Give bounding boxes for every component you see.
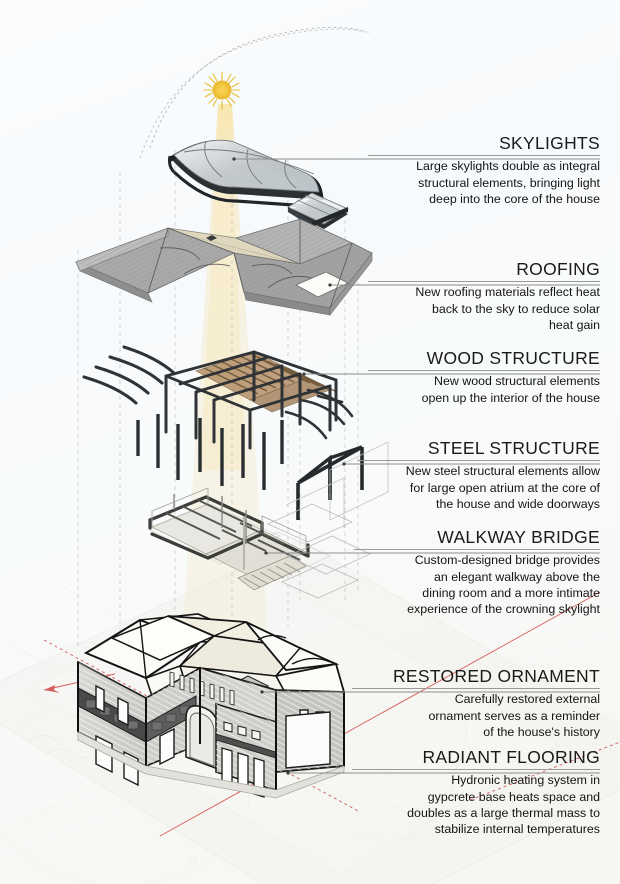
annotation-title: WALKWAY BRIDGE: [437, 527, 600, 547]
annotation-walkway-bridge: WALKWAY BRIDGE Custom-designed bridge pr…: [354, 528, 600, 617]
annotation-line: doubles as a large thermal mass to: [407, 805, 600, 820]
annotation-wood-structure: WOOD STRUCTURE New wood structural eleme…: [368, 349, 600, 406]
annotation-line: Custom-designed bridge provides: [414, 553, 600, 568]
annotation-line: dining room and a more intimate: [422, 585, 600, 600]
annotation-line: the house and wide doorways: [436, 496, 600, 511]
annotation-body: New roofing materials reflect heat back …: [368, 284, 600, 333]
annotation-line: for large open atrium at the core of: [409, 480, 600, 495]
wood-structure-layer: [82, 345, 354, 450]
annotation-roofing: ROOFING New roofing materials reflect he…: [368, 260, 600, 333]
annotation-title: RESTORED ORNAMENT: [392, 666, 600, 686]
annotation-line: an elegant walkway above the: [433, 569, 600, 584]
annotation-body: Carefully restored external ornament ser…: [352, 691, 600, 740]
annotation-rule: [368, 370, 600, 372]
annotation-body: New steel structural elements allow for …: [358, 463, 600, 512]
annotation-skylights: SKYLIGHTS Large skylights double as inte…: [368, 134, 600, 207]
sun-path-arc: [139, 26, 371, 159]
annotation-line: Carefully restored external: [454, 692, 600, 707]
annotation-rule: [368, 155, 600, 157]
annotation-title: WOOD STRUCTURE: [426, 348, 600, 368]
annotation-title: STEEL STRUCTURE: [427, 438, 600, 458]
annotation-line: New roofing materials reflect heat: [415, 285, 600, 300]
annotation-line: back to the sky to reduce solar: [431, 301, 600, 316]
annotation-body: Large skylights double as integral struc…: [368, 158, 600, 207]
annotation-line: of the house's history: [483, 724, 600, 739]
walkway-bridge-layer: [148, 487, 371, 599]
annotation-line: Hydronic heating system in: [451, 773, 600, 788]
annotation-line: New steel structural elements allow: [405, 464, 600, 479]
annotation-steel-structure: STEEL STRUCTURE New steel structural ele…: [358, 439, 600, 512]
restored-house: [77, 613, 346, 799]
annotation-radiant-flooring: RADIANT FLOORING Hydronic heating system…: [352, 748, 600, 837]
annotation-line: New wood structural elements: [434, 374, 600, 389]
annotation-line: open up the interior of the house: [421, 390, 600, 405]
annotation-rule: [352, 769, 600, 771]
sun-icon: [203, 71, 241, 110]
annotation-title: ROOFING: [516, 259, 600, 279]
roof-layer: [74, 218, 373, 316]
annotation-rule: [354, 549, 600, 551]
annotation-title: SKYLIGHTS: [499, 133, 600, 153]
annotation-line: Large skylights double as integral: [416, 159, 600, 174]
annotation-title: RADIANT FLOORING: [422, 747, 600, 767]
annotation-body: New wood structural elements open up the…: [368, 373, 600, 406]
annotation-body: Custom-designed bridge provides an elega…: [354, 552, 600, 617]
annotation-restored-ornament: RESTORED ORNAMENT Carefully restored ext…: [352, 667, 600, 740]
annotation-rule: [358, 460, 600, 462]
annotation-line: stabilize internal temperatures: [434, 822, 600, 837]
annotation-line: ornament serves as a reminder: [428, 708, 600, 723]
annotation-line: heat gain: [549, 317, 600, 332]
annotation-line: deep into the core of the house: [429, 191, 600, 206]
annotation-rule: [352, 688, 600, 690]
annotation-line: structural elements, bringing light: [418, 175, 600, 190]
annotation-body: Hydronic heating system in gypcrete base…: [352, 772, 600, 837]
annotation-line: gypcrete base heats space and: [427, 789, 600, 804]
annotation-line: experience of the crowning skylight: [407, 602, 600, 617]
curved-skylight: [168, 139, 324, 209]
leader-lines: [232, 157, 600, 775]
annotation-rule: [368, 281, 600, 283]
